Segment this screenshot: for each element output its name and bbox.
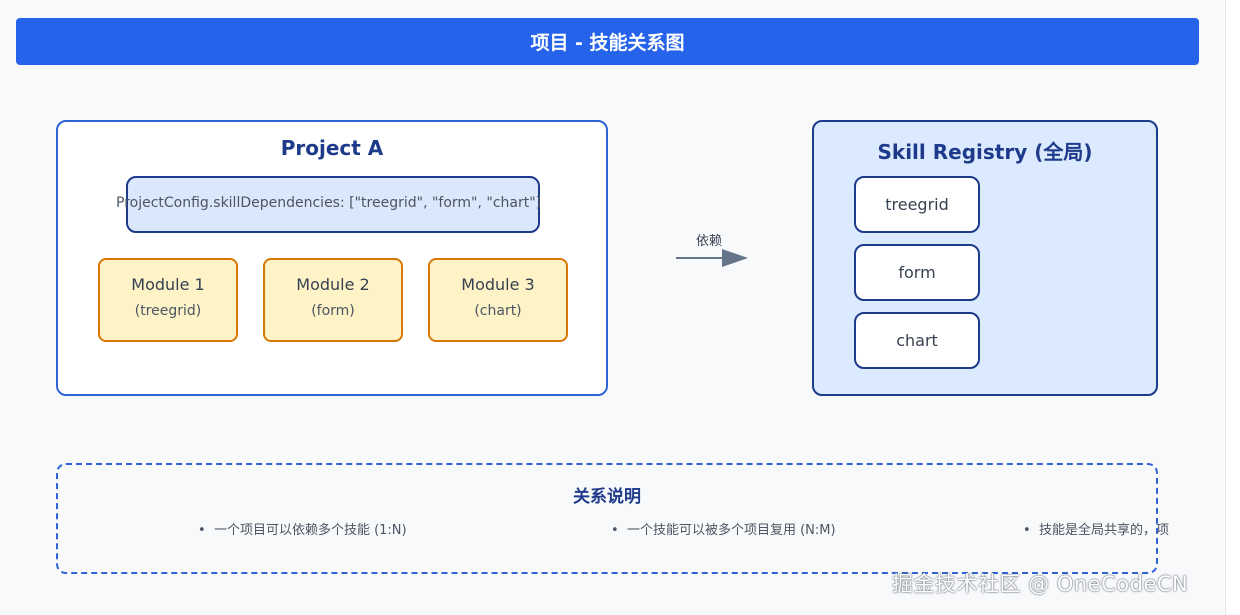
dependency-label: 依赖 bbox=[696, 234, 723, 249]
arrow-right-icon bbox=[676, 249, 748, 267]
diagram-title-bar: 项目 - 技能关系图 bbox=[16, 18, 1199, 65]
skill-chart: chart bbox=[854, 312, 980, 369]
skill-registry-box: Skill Registry (全局) treegrid form chart bbox=[812, 120, 1158, 396]
dependency-arrow: 依赖 bbox=[676, 230, 748, 270]
watermark: 掘金技术社区 @ OneCodeCN bbox=[892, 572, 1189, 596]
diagram-title: 项目 - 技能关系图 bbox=[530, 32, 685, 54]
project-box: Project A Module 1 (treegrid) Module 2 (… bbox=[56, 120, 608, 396]
legend-title: 关系说明 bbox=[573, 487, 641, 507]
project-title: Project A bbox=[280, 136, 384, 160]
skill-form: form bbox=[854, 244, 980, 301]
registry-title: Skill Registry (全局) bbox=[877, 140, 1093, 164]
skill-treegrid: treegrid bbox=[854, 176, 980, 233]
module-name: Module 1 bbox=[131, 275, 205, 294]
module-1: Module 1 (treegrid) bbox=[98, 258, 238, 342]
module-skill: (treegrid) bbox=[134, 303, 202, 319]
module-name: Module 3 bbox=[461, 275, 535, 294]
skill-dependencies-config-box bbox=[126, 176, 540, 233]
module-3: Module 3 (chart) bbox=[428, 258, 568, 342]
module-skill: (chart) bbox=[474, 303, 522, 319]
module-name: Module 2 bbox=[296, 275, 370, 294]
module-2: Module 2 (form) bbox=[263, 258, 403, 342]
skill-dependencies-config-text: ProjectConfig.skillDependencies: ["treeg… bbox=[116, 195, 542, 211]
module-skill: (form) bbox=[311, 303, 355, 319]
relationship-legend-box: 关系说明 bbox=[56, 463, 1158, 574]
